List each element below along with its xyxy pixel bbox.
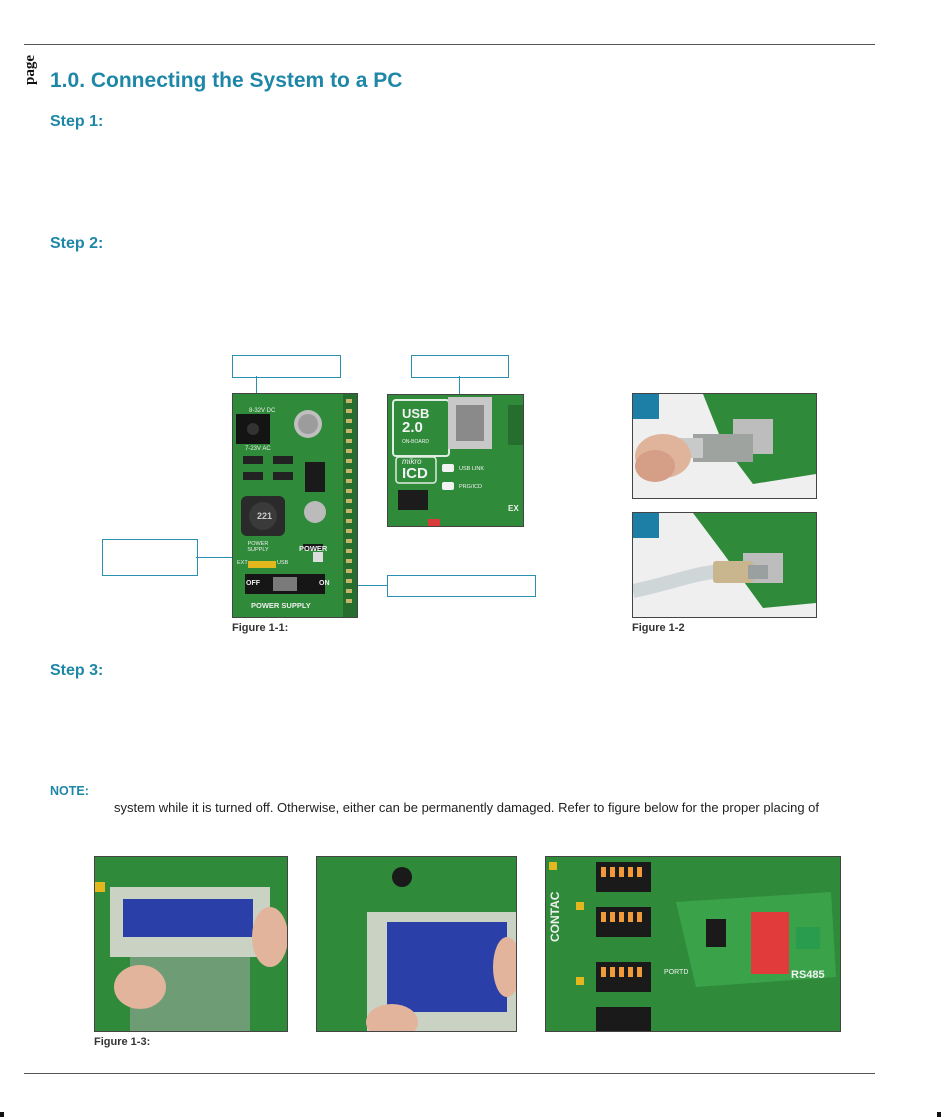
leader-line xyxy=(196,557,236,558)
label-ac: 7-23V AC xyxy=(245,446,271,452)
label-on: ON xyxy=(319,580,330,587)
step-tag-b xyxy=(633,513,659,538)
label-power-supply-small: POWER SUPPLY xyxy=(247,541,269,553)
leader-line xyxy=(355,585,387,586)
callout-box-top-mid xyxy=(411,355,509,378)
rs485-illustration xyxy=(546,857,840,1031)
label-usb-link: USB LINK xyxy=(459,466,485,472)
figure-1-2-caption: Figure 1-2 xyxy=(632,622,685,634)
crop-mark xyxy=(937,1112,941,1117)
step-2-heading: Step 2: xyxy=(50,235,104,252)
label-usb-small: USB xyxy=(277,560,289,566)
label-power-supply: POWER SUPPLY xyxy=(251,601,311,610)
label-ext: EXT xyxy=(237,560,248,566)
step-3-heading: Step 3: xyxy=(50,662,104,679)
usb-board-illustration xyxy=(388,395,523,526)
label-dc-jack: 8-32V DC xyxy=(249,408,276,414)
note-label: NOTE: xyxy=(50,784,89,798)
section-title: 1.0. Connecting the System to a PC xyxy=(50,69,403,92)
power-supply-photo: 8-32V DC 7-23V AC 221 POWER SUPPLY POWER… xyxy=(232,393,358,618)
figure-1-1-caption: Figure 1-1: xyxy=(232,622,289,634)
label-prg-icd: PRG/ICD xyxy=(459,484,482,490)
label-contact: CONTAC xyxy=(548,891,562,942)
usb-plug-illustration-2 xyxy=(633,513,816,617)
lcd-2x16-photo xyxy=(94,856,288,1032)
step-tag-a xyxy=(633,394,659,419)
label-rs485: RS485 xyxy=(791,969,825,981)
usb-plug-illustration-1 xyxy=(633,394,816,498)
page-label: page xyxy=(20,55,46,89)
power-supply-board-illustration xyxy=(233,394,357,617)
usb-icd-photo: USB 2.0 ON-BOARD mikro ICD USB LINK PRG/… xyxy=(387,394,524,527)
usb-plug-photo-1 xyxy=(632,393,817,499)
label-ext-right: EX xyxy=(508,504,519,513)
crop-mark xyxy=(0,1112,4,1117)
usb-logo-top: USB xyxy=(402,406,430,421)
top-rule xyxy=(24,44,875,45)
figure-1-3-caption: Figure 1-3: xyxy=(94,1036,151,1048)
label-inductor: 221 xyxy=(257,511,273,521)
callout-box-top-left xyxy=(232,355,341,378)
label-mikro: mikro xyxy=(402,457,422,466)
label-power: POWER xyxy=(299,544,328,553)
lcd-2x16-illustration xyxy=(95,857,287,1031)
label-icd: ICD xyxy=(402,465,428,482)
callout-box-left xyxy=(102,539,198,576)
glcd-photo xyxy=(316,856,517,1032)
label-on-board: ON-BOARD xyxy=(402,439,429,445)
glcd-illustration xyxy=(317,857,516,1031)
bottom-rule xyxy=(24,1073,875,1074)
rs485-module-photo: CONTAC RS485 PORTD xyxy=(545,856,841,1032)
page-label-text: page xyxy=(22,55,38,85)
label-off: OFF xyxy=(246,580,260,587)
label-portd: PORTD xyxy=(664,969,689,976)
usb-plug-photo-2 xyxy=(632,512,817,618)
note-text: system while it is turned off. Otherwise… xyxy=(114,800,820,815)
callout-box-right xyxy=(387,575,536,597)
step-1-heading: Step 1: xyxy=(50,113,104,130)
usb-logo-num: 2.0 xyxy=(402,419,423,436)
